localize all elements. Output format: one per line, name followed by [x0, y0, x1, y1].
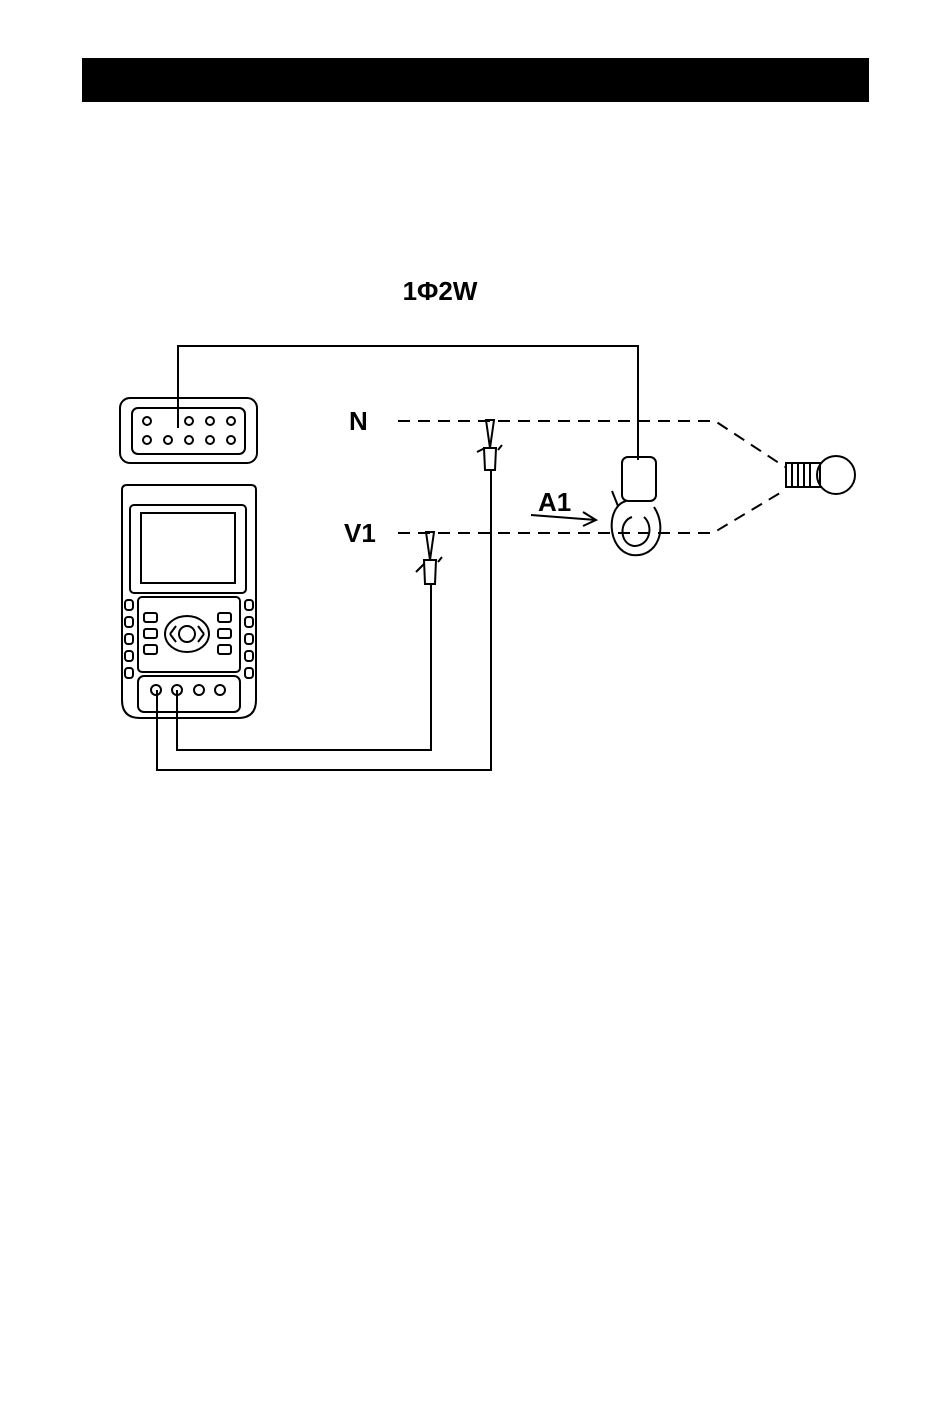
- a1-label: A1: [538, 487, 571, 517]
- v1-label: V1: [344, 518, 376, 548]
- meter-side-grips: [125, 600, 253, 678]
- meter-input-jacks: [151, 685, 225, 695]
- voltage-v1-wire: [177, 585, 431, 750]
- current-clamp-icon: [612, 457, 661, 555]
- connector-jack-icons: [143, 417, 235, 444]
- power-analyzer-meter: [122, 485, 256, 718]
- neutral-clip-icon: [477, 420, 502, 470]
- load-lamp-icon: [786, 456, 855, 494]
- meter-screen: [141, 513, 235, 583]
- neutral-wire: [157, 470, 491, 770]
- neutral-label: N: [349, 406, 368, 436]
- current-probe-wire: [178, 346, 638, 460]
- input-connector-module: [120, 398, 257, 463]
- meter-keypad: [144, 613, 231, 654]
- v1-clip-icon: [416, 532, 442, 584]
